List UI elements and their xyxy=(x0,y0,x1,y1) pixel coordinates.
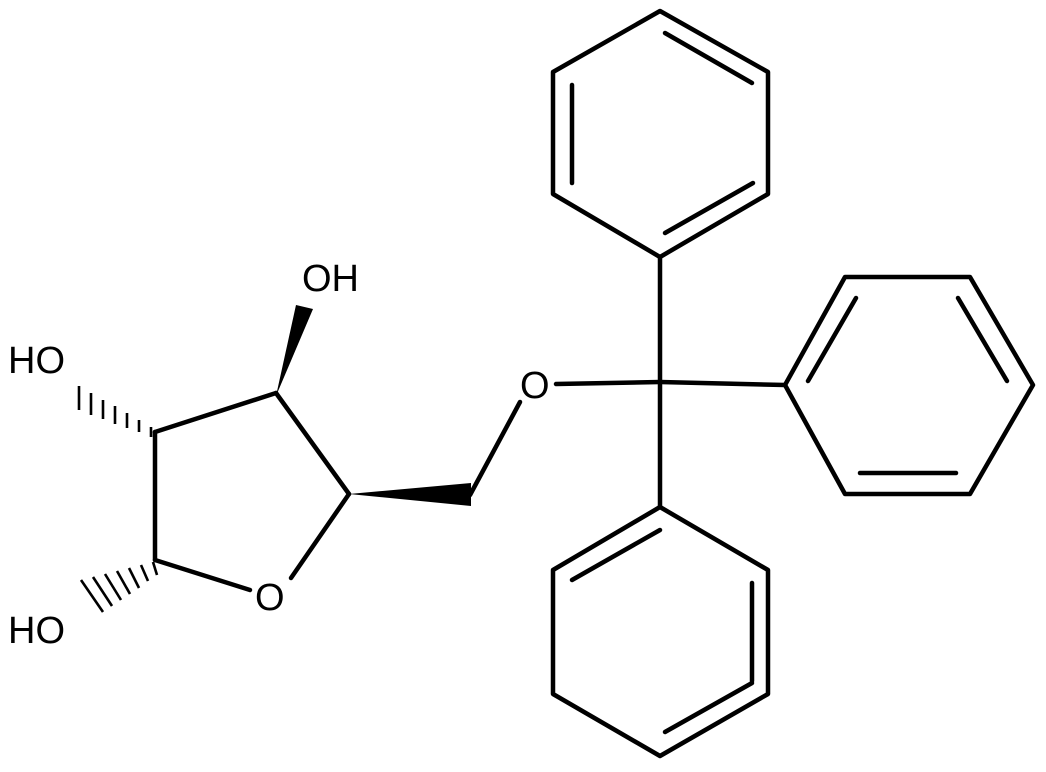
bond-ch2-o xyxy=(467,399,523,498)
bond-c2-c3 xyxy=(152,390,279,435)
hashed-bond-c2-oh xyxy=(77,386,153,437)
bond-ctrityl-phenyl-right xyxy=(657,379,788,388)
bond-c3-c4 xyxy=(273,390,352,497)
phenyl-ring-bottom xyxy=(550,504,771,759)
atom-label-o-ring: O xyxy=(255,577,285,619)
bond-c4-o-ring xyxy=(288,491,352,581)
hashed-bond-c1-oh xyxy=(79,561,159,613)
bond-o-ctrityl xyxy=(553,379,663,387)
phenyl-ring-right xyxy=(782,274,1036,497)
wedge-bond-c4-ch2 xyxy=(349,483,471,506)
wedge-bond-c3-oh xyxy=(276,305,313,396)
atom-label-ho-c1: HO xyxy=(8,610,65,652)
bond-c1-o-ring xyxy=(152,557,253,593)
phenyl-ring-top xyxy=(550,8,771,260)
atom-label-ho-c2: HO xyxy=(8,340,65,382)
atom-label-o-ether: O xyxy=(520,365,550,407)
furanose-ring xyxy=(152,390,352,593)
atom-label-oh-c4: OH xyxy=(302,258,359,300)
